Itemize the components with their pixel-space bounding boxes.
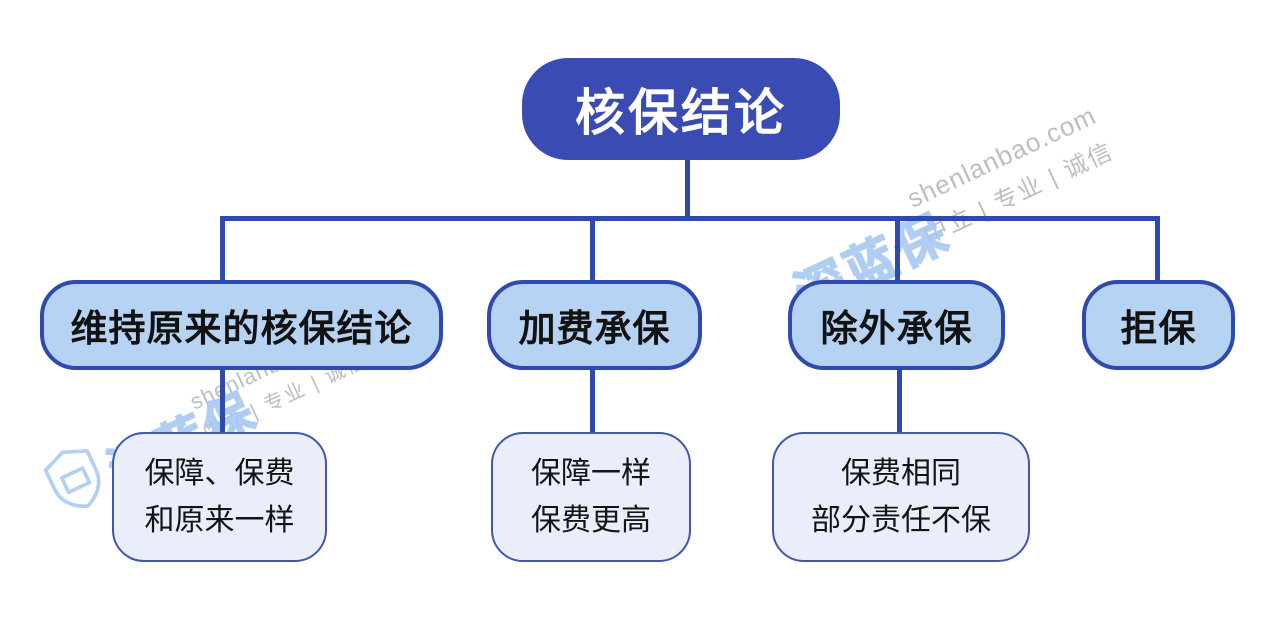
root-node-underwriting-conclusion: 核保结论 — [522, 58, 840, 160]
detail-node-exclusion: 保费相同 部分责任不保 — [772, 432, 1030, 562]
branch-node-label: 维持原来的核保结论 — [70, 308, 413, 349]
branch-node-extra-premium: 加费承保 — [487, 280, 702, 370]
connector-drop-branch-1 — [220, 216, 225, 282]
branch-node-label: 除外承保 — [820, 308, 973, 349]
branch-node-label: 加费承保 — [518, 308, 671, 349]
detail-line: 保费相同 — [841, 457, 961, 490]
connector-branch2-to-detail — [590, 368, 595, 434]
connector-root-vertical — [685, 158, 690, 220]
watermark-logo-left: 深蓝保 — [36, 369, 268, 531]
shield-icon — [36, 438, 119, 531]
branch-node-label: 拒保 — [1120, 308, 1197, 349]
connector-horizontal-bus — [220, 216, 1160, 221]
connector-drop-branch-2 — [590, 216, 595, 282]
connector-branch3-to-detail — [897, 368, 902, 434]
branch-node-maintain-original: 维持原来的核保结论 — [40, 280, 443, 370]
detail-line: 保障、保费 — [144, 457, 295, 490]
connector-drop-branch-3 — [895, 216, 900, 282]
branch-node-exclusion: 除外承保 — [788, 280, 1005, 370]
connector-drop-branch-4 — [1155, 216, 1160, 282]
connector-branch1-to-detail — [220, 368, 225, 434]
branch-node-decline: 拒保 — [1082, 280, 1235, 370]
root-node-label: 核保结论 — [575, 85, 787, 141]
detail-line: 和原来一样 — [144, 504, 295, 537]
detail-line: 保费更高 — [531, 504, 651, 537]
detail-line: 部分责任不保 — [811, 504, 991, 537]
detail-node-extra-premium: 保障一样 保费更高 — [491, 432, 691, 562]
detail-line: 保障一样 — [531, 457, 651, 490]
detail-node-maintain-original: 保障、保费 和原来一样 — [112, 432, 327, 562]
